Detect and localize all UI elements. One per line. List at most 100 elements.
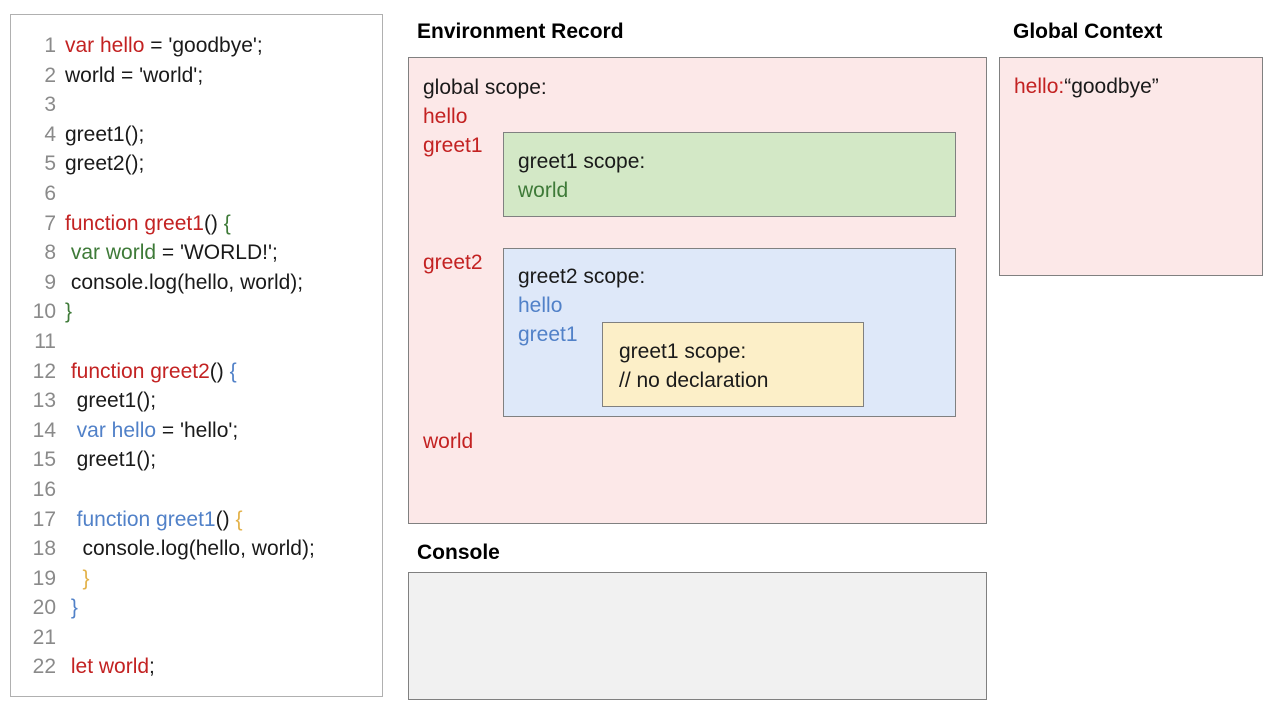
line-number: 22 [32,655,56,679]
code-token: = 'hello'; [156,418,239,442]
code-token: greet1(); [65,389,157,413]
code-token: console.log(hello, world); [65,270,304,294]
code-token: function greet2 [70,359,210,383]
line-number: 8 [44,241,56,265]
code-line-text: } [56,297,72,327]
code-token: ; [149,655,155,679]
line-number: 13 [32,389,56,413]
global-binding-greet2: greet2 [423,251,483,274]
environment-record-title: Environment Record [417,20,624,43]
line-number: 1 [44,34,56,57]
code-line: 19 } [11,564,382,594]
code-token: var world [70,241,157,265]
code-token: console.log(hello, world); [65,537,315,561]
code-token: greet2(); [65,152,145,176]
line-number: 19 [32,566,56,590]
code-line: 18 console.log(hello, world); [11,534,382,564]
code-line-text: var hello = 'hello'; [56,416,239,446]
line-number: 12 [32,359,56,383]
code-line: 12 function greet2() { [11,357,382,387]
code-token: = 'goodbye'; [144,34,263,57]
code-token [65,567,83,590]
line-number: 18 [32,537,56,561]
code-line-text: greet1(); [56,120,144,150]
line-number: 16 [32,477,56,501]
global-context-entry-value: “goodbye” [1064,75,1159,98]
code-line-text: let world; [56,652,155,682]
code-line: 2 world = 'world'; [11,61,382,91]
code-line: 6 [11,179,382,209]
code-token: greet1(); [65,122,145,146]
code-line-text: console.log(hello, world); [56,534,315,564]
code-token: = 'WORLD!'; [156,241,278,265]
code-line: 9 console.log(hello, world); [11,268,382,298]
code-line-text: function greet1() { [56,209,231,239]
line-number: 21 [32,625,56,649]
greet2-scope-box: greet2 scope: hello greet1 greet1 scope:… [503,248,956,417]
code-line-text: greet2(); [56,149,144,179]
global-context-title: Global Context [1013,20,1163,43]
greet1-scope-binding-world: world [518,179,569,202]
code-token: } [65,300,73,324]
code-token: { [223,211,231,235]
code-token: () [215,507,236,531]
code-line: 16 [11,475,382,505]
code-line-text: console.log(hello, world); [56,268,303,298]
code-token: } [70,596,78,620]
code-token: var hello [76,418,157,442]
code-token: function greet1 [76,507,216,531]
greet1-scope-heading: greet1 scope: [518,150,646,173]
console-box[interactable] [408,572,987,700]
global-binding-world: world [423,430,474,453]
code-token: function greet1 [65,211,204,235]
line-number: 11 [34,329,56,353]
code-token: var hello [65,34,145,57]
code-token: { [235,507,243,531]
code-line: 20 } [11,593,382,623]
code-line-text: } [56,564,90,594]
code-line: 15 greet1(); [11,445,382,475]
line-number: 3 [44,93,56,117]
code-line-text: } [56,593,78,623]
line-number: 6 [44,181,56,205]
code-token [65,508,77,531]
code-line-text: greet1(); [56,386,156,416]
console-title: Console [417,541,500,564]
code-line-text: function greet2() { [56,357,237,387]
code-token: world = 'world'; [65,63,204,87]
global-binding-hello: hello [423,105,468,128]
global-scope-heading: global scope: [423,76,547,99]
line-number: 17 [32,507,56,531]
line-number: 9 [44,270,56,294]
line-number: 15 [32,448,56,472]
greet2-scope-heading: greet2 scope: [518,265,646,288]
global-binding-greet1: greet1 [423,134,483,157]
code-token: () [203,211,224,235]
code-token: { [229,359,237,383]
code-line-text: greet1(); [56,445,156,475]
line-number: 10 [32,300,56,324]
greet1-nested-scope-comment: // no declaration [619,369,769,392]
greet2-scope-binding-hello: hello [518,294,563,317]
code-token: () [209,359,230,383]
line-number: 5 [44,152,56,176]
code-line: 21 [11,623,382,653]
code-line: 4 greet1(); [11,120,382,150]
greet1-scope-box: greet1 scope: world [503,132,956,217]
code-line: 5 greet2(); [11,149,382,179]
code-token: let world [70,655,150,679]
code-line-text: function greet1() { [56,505,243,535]
environment-record-box: global scope: hello greet1 greet2 world … [408,57,987,524]
greet2-scope-binding-greet1: greet1 [518,323,578,346]
line-number: 14 [32,418,56,442]
greet1-nested-scope-box: greet1 scope: // no declaration [602,322,864,407]
code-token [65,419,77,442]
code-line: 8 var world = 'WORLD!'; [11,238,382,268]
code-line: 11 [11,327,382,357]
code-line-text: world = 'world'; [56,61,203,91]
code-line: 3 [11,90,382,120]
line-number: 4 [44,122,56,146]
line-number: 2 [44,63,56,87]
code-editor-panel[interactable]: 1 var hello = 'goodbye'; 2 world = 'world';… [10,14,383,697]
